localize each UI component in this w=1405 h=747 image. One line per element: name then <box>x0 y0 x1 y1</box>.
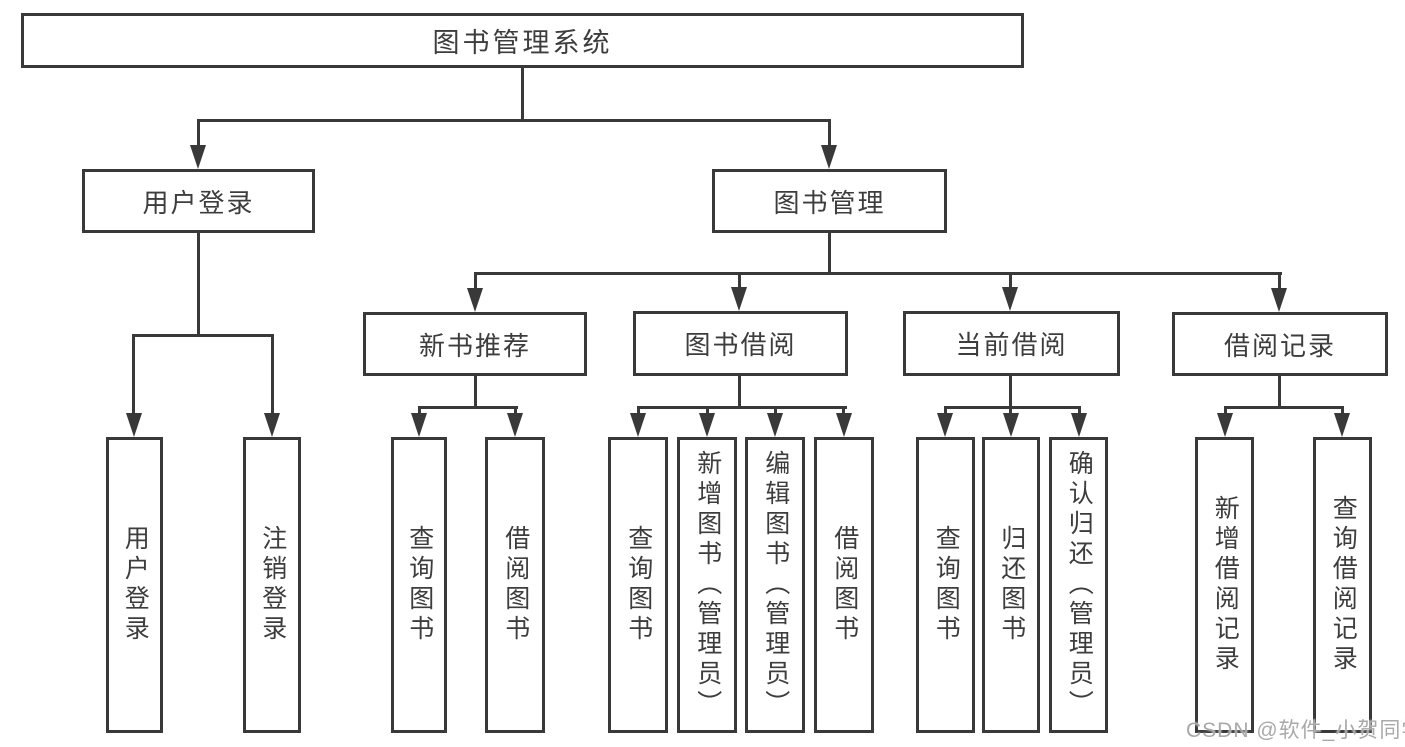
node-new-book-recommend: 新书推荐 <box>363 312 587 376</box>
connector-line <box>738 376 741 409</box>
leaf-logout: 注销登录 <box>243 437 301 733</box>
arrow-down-icon <box>836 413 852 437</box>
leaf-user-login: 用户登录 <box>106 437 163 733</box>
connector-line <box>828 119 831 147</box>
node-label: 借阅图书 <box>830 525 859 645</box>
connector-line <box>774 406 777 416</box>
arrow-down-icon <box>411 413 427 437</box>
node-label: 图书借阅 <box>684 330 797 360</box>
node-borrow-records: 借阅记录 <box>1172 312 1388 376</box>
node-label: 当前借阅 <box>955 330 1068 360</box>
connector-line <box>842 406 845 416</box>
node-label: 编辑图书（管理员） <box>761 450 790 720</box>
leaf-query-books-borrow: 查询图书 <box>608 437 668 733</box>
connector-line <box>1078 406 1081 416</box>
csdn-watermark: CSDN @软件_小贺同学 <box>1186 719 1405 742</box>
arrow-down-icon <box>264 413 280 437</box>
connector-line <box>418 406 421 416</box>
connector-line <box>706 406 709 416</box>
node-label: 图书管理系统 <box>432 28 613 58</box>
node-label: 用户登录 <box>121 525 150 645</box>
node-user-login: 用户登录 <box>82 169 315 233</box>
connector-line <box>944 406 1081 409</box>
node-label: 图书管理 <box>773 187 886 218</box>
node-book-management: 图书管理 <box>712 169 947 233</box>
connector-line <box>1278 272 1281 290</box>
connector-line <box>1009 376 1012 409</box>
arrow-down-icon <box>507 413 523 437</box>
leaf-query-books-recommend: 查询图书 <box>391 437 447 733</box>
connector-line <box>1009 272 1012 290</box>
arrow-down-icon <box>767 413 783 437</box>
connector-line <box>521 68 524 122</box>
arrow-down-icon <box>467 288 483 312</box>
node-label: 查询图书 <box>624 525 653 645</box>
arrow-down-icon <box>1217 413 1233 437</box>
connector-line <box>637 406 640 416</box>
connector-line <box>1224 406 1344 409</box>
node-label: 归还图书 <box>997 525 1026 645</box>
node-label: 注销登录 <box>258 525 287 645</box>
node-label: 新增借阅记录 <box>1211 495 1240 675</box>
connector-line <box>132 334 135 416</box>
leaf-add-books-admin: 新增图书（管理员） <box>677 437 737 733</box>
leaf-query-borrow-record: 查询借阅记录 <box>1313 437 1372 733</box>
arrow-down-icon <box>1071 413 1087 437</box>
node-book-borrow: 图书借阅 <box>633 311 848 376</box>
node-label: 借阅记录 <box>1223 330 1336 361</box>
connector-line <box>828 233 831 275</box>
node-label: 借阅图书 <box>501 525 530 645</box>
connector-line <box>197 233 200 337</box>
leaf-add-borrow-record: 新增借阅记录 <box>1195 437 1254 733</box>
arrow-down-icon <box>937 413 953 437</box>
node-label: 查询图书 <box>405 525 434 645</box>
connector-line <box>1341 406 1344 416</box>
node-label: 用户登录 <box>142 187 255 218</box>
arrow-down-icon <box>1003 413 1019 437</box>
node-label: 新书推荐 <box>418 330 531 361</box>
connector-line <box>944 406 947 416</box>
connector-line <box>474 272 477 290</box>
arrow-down-icon <box>630 413 646 437</box>
arrow-down-icon <box>821 145 837 169</box>
connector-line <box>418 406 518 409</box>
node-library-management-system: 图书管理系统 <box>21 13 1024 68</box>
arrow-down-icon <box>126 413 142 437</box>
leaf-confirm-return-admin: 确认归还（管理员） <box>1049 437 1108 733</box>
connector-line <box>474 376 477 409</box>
node-label: 查询图书 <box>932 525 961 645</box>
arrow-down-icon <box>1271 288 1287 312</box>
connector-line <box>514 406 517 416</box>
connector-line <box>1009 406 1012 416</box>
node-label: 新增图书（管理员） <box>693 450 722 720</box>
node-label: 确认归还（管理员） <box>1065 450 1094 720</box>
arrow-down-icon <box>1334 413 1350 437</box>
connector-line <box>637 406 847 409</box>
arrow-down-icon <box>1002 287 1018 311</box>
connector-line <box>197 119 831 122</box>
connector-line <box>133 334 274 337</box>
connector-line <box>197 119 200 147</box>
connector-line <box>738 272 741 290</box>
leaf-edit-books-admin: 编辑图书（管理员） <box>745 437 805 733</box>
node-current-borrow: 当前借阅 <box>903 311 1120 376</box>
arrow-down-icon <box>731 287 747 311</box>
arrow-down-icon <box>699 413 715 437</box>
arrow-down-icon <box>190 145 206 169</box>
connector-line <box>474 272 1282 275</box>
connector-line <box>1224 406 1227 416</box>
node-label: 查询借阅记录 <box>1329 495 1358 675</box>
connector-line <box>271 334 274 416</box>
leaf-borrow-books: 借阅图书 <box>814 437 874 733</box>
leaf-return-books: 归还图书 <box>982 437 1040 733</box>
leaf-borrow-books-recommend: 借阅图书 <box>485 437 545 733</box>
connector-line <box>1278 376 1281 409</box>
leaf-query-books-current: 查询图书 <box>916 437 975 733</box>
